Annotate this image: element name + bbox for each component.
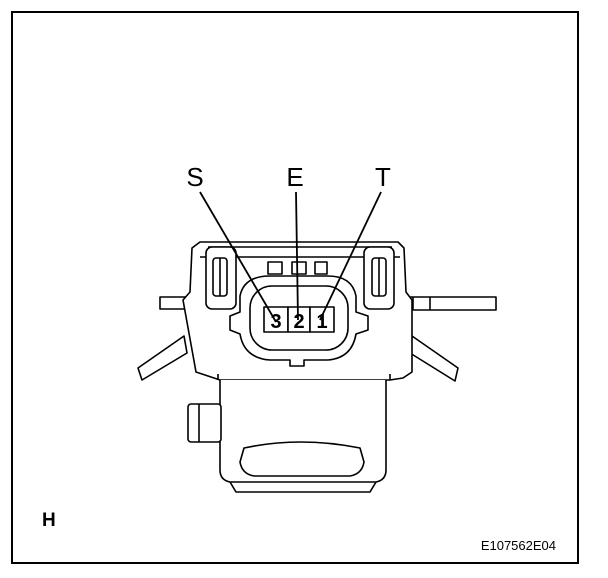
pin-cell-1 <box>309 306 335 333</box>
top-rib-1 <box>267 261 283 275</box>
label-t: T <box>375 162 391 192</box>
diagram-frame <box>11 11 579 564</box>
left-wing <box>137 335 188 381</box>
pin-number-1: 1 <box>316 311 327 333</box>
pin-number-2: 2 <box>293 311 304 333</box>
leader-line-e <box>295 191 299 321</box>
view-letter: H <box>42 510 56 531</box>
lower-opening <box>239 441 365 477</box>
leader-line-t <box>319 191 382 321</box>
right-wing <box>409 335 459 382</box>
figure-code: E107562E04 <box>481 538 556 553</box>
pin-cell-3 <box>263 306 289 333</box>
label-s: S <box>186 162 203 192</box>
side-stub <box>187 403 222 443</box>
right-flange <box>399 296 497 311</box>
top-rib-3 <box>314 261 328 275</box>
leader-line-s <box>199 191 277 323</box>
label-e: E <box>286 162 303 192</box>
top-rib-2 <box>291 261 307 275</box>
